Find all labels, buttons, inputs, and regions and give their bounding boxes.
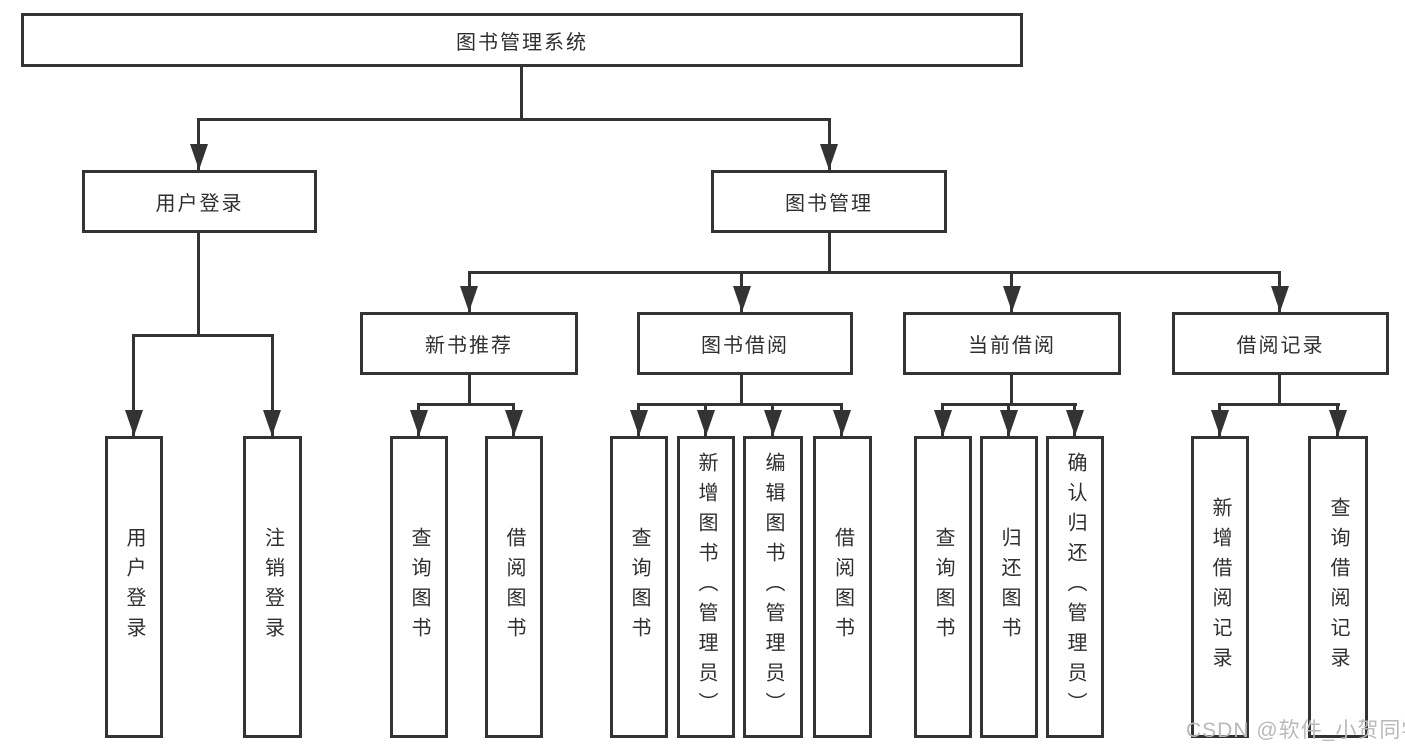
arrow-down-user-login bbox=[190, 144, 208, 170]
arrow-down-leaf-b2 bbox=[505, 410, 523, 436]
node-current-borrow: 当前借阅 bbox=[903, 312, 1121, 375]
arrow-down-leaf-logout bbox=[263, 410, 281, 436]
node-book-management: 图书管理 bbox=[711, 170, 947, 233]
csdn-watermark: CSDN @软件_小贺同学 bbox=[1186, 719, 1405, 742]
leaf-edit-books-admin: 编辑图书（管理员） bbox=[743, 436, 803, 738]
leaf-borrow-books: 借阅图书 bbox=[813, 436, 872, 738]
connector-user-login-rail bbox=[132, 334, 274, 337]
connector-root-rail bbox=[197, 118, 831, 121]
arrow-down-leaf-b1 bbox=[410, 410, 428, 436]
leaf-user-login: 用户登录 bbox=[105, 436, 163, 738]
node-borrow-records: 借阅记录 bbox=[1172, 312, 1389, 375]
leaf-query-borrow-record: 查询借阅记录 bbox=[1308, 436, 1368, 738]
connector-book-mgmt-rail bbox=[468, 271, 1281, 274]
arrow-down-leaf-c4 bbox=[833, 410, 851, 436]
arrow-down-current-borrow bbox=[1003, 286, 1021, 312]
arrow-down-new-book-rec bbox=[460, 286, 478, 312]
arrow-down-borrow-records bbox=[1271, 286, 1289, 312]
arrow-down-leaf-e2 bbox=[1329, 410, 1347, 436]
leaf-add-books-admin: 新增图书（管理员） bbox=[677, 436, 735, 738]
connector-to-leaf-login bbox=[132, 334, 135, 436]
arrow-down-leaf-d1 bbox=[934, 410, 952, 436]
arrow-down-leaf-login bbox=[125, 410, 143, 436]
connector-root-stem bbox=[520, 67, 523, 121]
connector-current-borrow-stem bbox=[1010, 375, 1013, 406]
connector-to-leaf-logout bbox=[271, 334, 274, 436]
leaf-query-books-recommend: 查询图书 bbox=[390, 436, 448, 738]
node-root-library-system: 图书管理系统 bbox=[21, 13, 1023, 67]
leaf-query-books-borrow: 查询图书 bbox=[610, 436, 668, 738]
leaf-return-books: 归还图书 bbox=[980, 436, 1038, 738]
arrow-down-book-management bbox=[820, 144, 838, 170]
leaf-logout: 注销登录 bbox=[243, 436, 302, 738]
arrow-down-leaf-d2 bbox=[1000, 410, 1018, 436]
connector-new-book-rec-rail bbox=[417, 403, 515, 406]
arrow-down-leaf-e1 bbox=[1211, 410, 1229, 436]
connector-book-mgmt-stem bbox=[828, 233, 831, 274]
arrow-down-leaf-c1 bbox=[630, 410, 648, 436]
arrow-down-leaf-c3 bbox=[764, 410, 782, 436]
node-user-login: 用户登录 bbox=[82, 170, 317, 233]
leaf-borrow-books-recommend: 借阅图书 bbox=[485, 436, 543, 738]
connector-user-login-stem bbox=[197, 233, 200, 337]
leaf-query-books-current: 查询图书 bbox=[914, 436, 972, 738]
arrow-down-book-borrow bbox=[733, 286, 751, 312]
leaf-confirm-return-admin: 确认归还（管理员） bbox=[1046, 436, 1104, 738]
connector-book-borrow-rail bbox=[637, 403, 843, 406]
connector-borrow-records-stem bbox=[1278, 375, 1281, 406]
node-book-borrow: 图书借阅 bbox=[637, 312, 853, 375]
arrow-down-leaf-c2 bbox=[697, 410, 715, 436]
connector-book-borrow-stem bbox=[740, 375, 743, 406]
arrow-down-leaf-d3 bbox=[1066, 410, 1084, 436]
leaf-add-borrow-record: 新增借阅记录 bbox=[1191, 436, 1249, 738]
connector-new-book-rec-stem bbox=[468, 375, 471, 406]
connector-borrow-records-rail bbox=[1218, 403, 1340, 406]
node-new-book-recommend: 新书推荐 bbox=[360, 312, 578, 375]
